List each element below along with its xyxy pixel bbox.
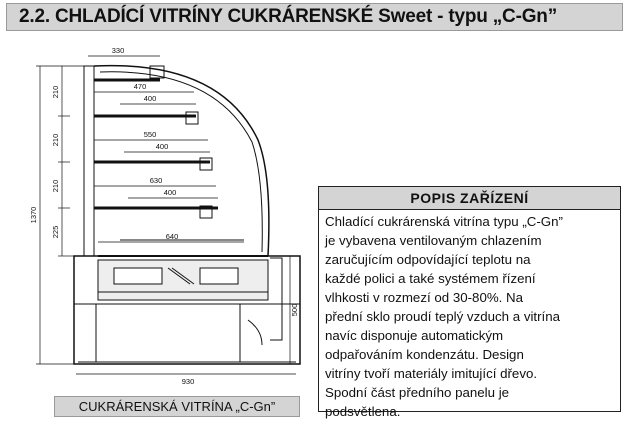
description-line: každé polici a také systémem řízení — [325, 271, 536, 286]
description-line: vitríny tvoří materiály imitující dřevo. — [325, 366, 538, 381]
description-line: Spodní část předního panelu je — [325, 385, 510, 400]
title-bar: 2.2. CHLADÍCÍ VITRÍNY CUKRÁRENSKÉ Sweet … — [6, 3, 623, 31]
page-title: 2.2. CHLADÍCÍ VITRÍNY CUKRÁRENSKÉ Sweet … — [19, 6, 557, 27]
dimension-lines — [36, 55, 300, 375]
description-line: podsvětlena. — [325, 404, 401, 419]
drawing-caption: CUKRÁRENSKÁ VITRÍNA „C-Gn” — [54, 396, 300, 417]
dim-label: 225 — [51, 226, 60, 239]
dim-label: 470 — [134, 82, 147, 91]
dim-label: 1370 — [29, 207, 38, 224]
dim-label: 930 — [182, 377, 195, 386]
description-text: Chladící cukrárenská vitrína typu „C-Gn”… — [319, 210, 620, 421]
dim-label: 400 — [144, 94, 157, 103]
description-line: Chladící cukrárenská vitrína typu „C-Gn” — [325, 214, 563, 229]
description-line: navíc disponuje automatickým — [325, 328, 504, 343]
dim-label: 210 — [51, 134, 60, 147]
dim-label: 630 — [150, 176, 163, 185]
dim-label: 400 — [156, 142, 169, 151]
dim-label: 500 — [290, 304, 299, 317]
dim-label: 550 — [144, 130, 157, 139]
description-line: vlhkosti v rozmezí od 30-80%. Na — [325, 290, 524, 305]
description-heading: POPIS ZAŘÍZENÍ — [319, 187, 620, 210]
dim-label: 210 — [51, 86, 60, 99]
description-line: je vybavena ventilovaným chlazením — [325, 233, 542, 248]
description-line: přední sklo proudí teplý vzduch a vitrín… — [325, 309, 561, 324]
dim-label: 640 — [166, 232, 179, 241]
shelves — [94, 65, 244, 241]
description-line: zaručujícím odpovídající teplotu na — [325, 252, 531, 267]
front-glass — [93, 64, 270, 257]
dim-label: 400 — [164, 188, 177, 197]
rear-column — [83, 65, 95, 257]
dim-label: 210 — [51, 180, 60, 193]
description-line: odpařováním kondenzátu. Design — [325, 347, 524, 362]
description-panel: POPIS ZAŘÍZENÍ Chladící cukrárenská vitr… — [318, 186, 621, 419]
dim-label: 330 — [112, 46, 125, 55]
